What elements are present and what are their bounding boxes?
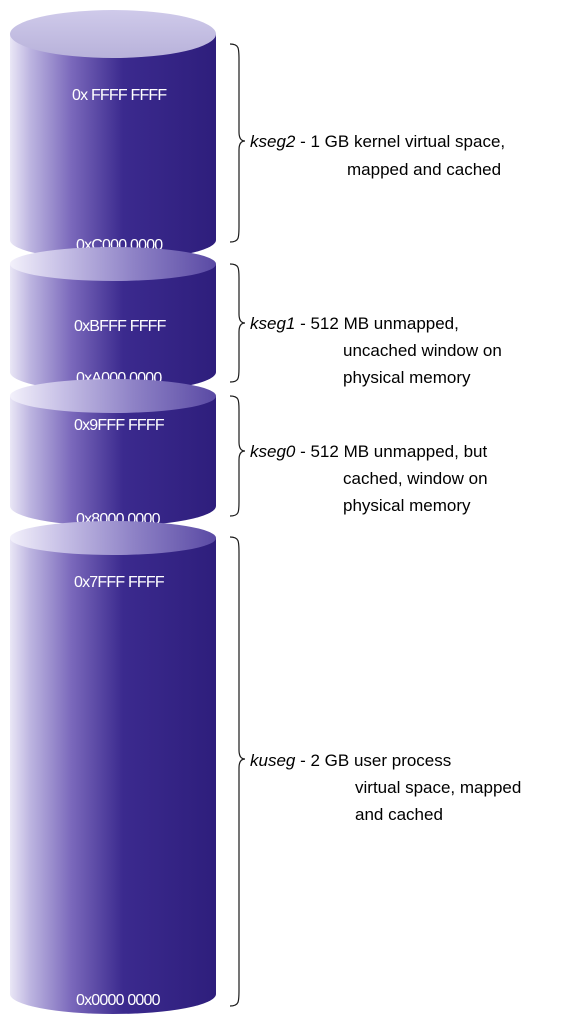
kuseg-name: kuseg [250,751,296,770]
kseg0-desc-line-1: - 512 MB unmapped, but [295,442,487,461]
kseg1-top-address: 0xBFFF FFFF [74,318,167,335]
kseg2-top-address: 0x FFFF FFFF [72,87,167,104]
kuseg-ring [10,521,216,555]
kseg0-desc-line-3: physical memory [343,496,471,515]
kuseg-bottom-address: 0x0000 0000 [76,992,161,1009]
kseg2-desc-line-2: mapped and cached [347,160,501,179]
cylinder-body-kuseg [10,538,216,1014]
cylinder-body-kseg0 [10,396,216,526]
cylinder-top-cap [10,10,216,58]
segment-kuseg: 0x7FFF FFFF 0x0000 0000 kuseg - 2 GB use… [10,521,526,1014]
kseg1-desc-line-1: - 512 MB unmapped, [295,314,458,333]
kseg2-name: kseg2 [250,132,296,151]
kseg0-ring [10,379,216,413]
kuseg-brace [229,536,246,1007]
kseg0-top-address: 0x9FFF FFFF [74,417,165,434]
kseg1-description: kseg1 - 512 MB unmapped, uncached window… [250,314,507,387]
kseg1-desc-line-2: uncached window on [343,341,502,360]
kuseg-description: kuseg - 2 GB user process virtual space,… [250,751,526,824]
kseg0-name: kseg0 [250,442,296,461]
kseg1-brace [229,263,246,383]
kuseg-desc-line-1: - 2 GB user process [295,751,451,770]
kseg0-description: kseg0 - 512 MB unmapped, but cached, win… [250,442,492,515]
segment-kseg0: 0x9FFF FFFF 0x8000 0000 kseg0 - 512 MB u… [10,379,492,528]
kseg0-desc-line-2: cached, window on [343,469,488,488]
kseg2-description: kseg2 - 1 GB kernel virtual space, mappe… [250,132,510,179]
kseg1-ring [10,247,216,281]
cylinder-body-kseg1 [10,264,216,392]
kseg1-name: kseg1 [250,314,295,333]
kuseg-top-address: 0x7FFF FFFF [74,574,165,591]
kseg2-desc-line-1: - 1 GB kernel virtual space, [295,132,505,151]
kseg0-brace [229,395,246,517]
cylinder-body-kseg2 [10,34,216,260]
kseg1-desc-line-3: physical memory [343,368,471,387]
kseg2-brace [229,43,246,243]
kuseg-desc-line-3: and cached [355,805,443,824]
segment-kseg2: 0x FFFF FFFF 0xC000 0000 kseg2 - 1 GB ke… [10,10,510,260]
kuseg-desc-line-2: virtual space, mapped [355,778,521,797]
segment-kseg1: 0xBFFF FFFF 0xA000 0000 kseg1 - 512 MB u… [10,247,507,392]
